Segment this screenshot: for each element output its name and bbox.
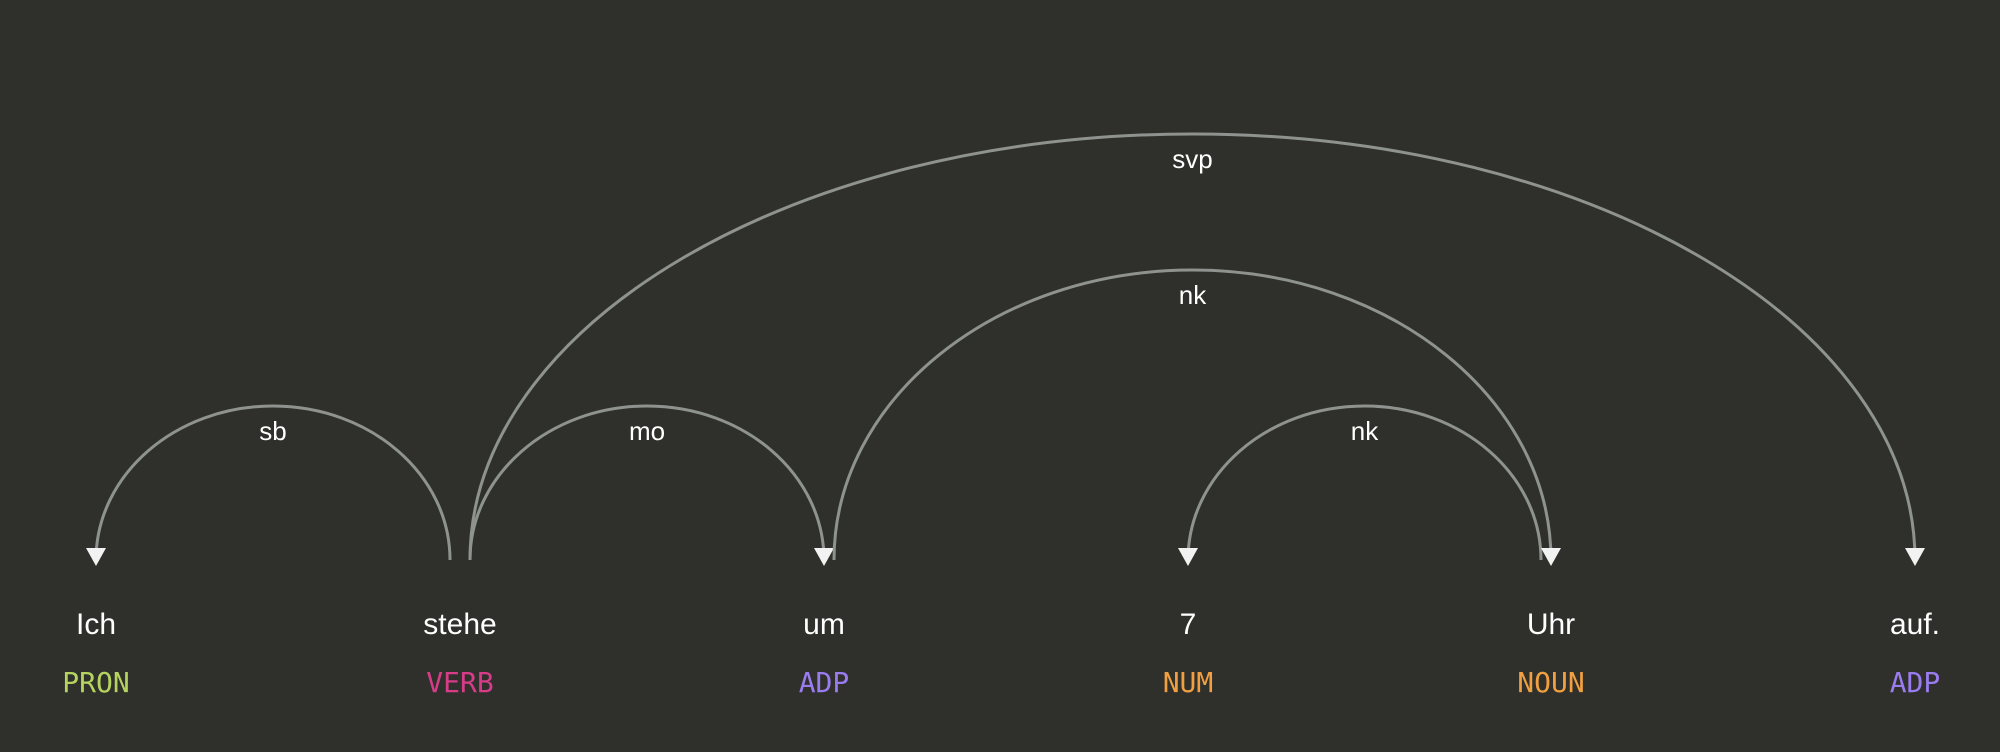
dependency-arc bbox=[1186, 404, 1543, 561]
dependency-arc bbox=[468, 404, 826, 561]
token-word: Uhr bbox=[1527, 608, 1575, 641]
arcs-layer: sb mo nk nk svp bbox=[86, 132, 1925, 566]
token-pos-tag: VERB bbox=[426, 666, 493, 699]
token-word: Ich bbox=[76, 608, 116, 641]
token-pos-tag: ADP bbox=[1890, 666, 1941, 699]
dependency-arc bbox=[832, 268, 1553, 561]
token-word: stehe bbox=[423, 608, 496, 641]
token-pos-tag: NOUN bbox=[1517, 666, 1584, 699]
token-pos-tag: NUM bbox=[1163, 666, 1214, 699]
arrowhead-icon bbox=[86, 548, 106, 566]
arrowhead-icon bbox=[1178, 548, 1198, 566]
token-pos-tag: PRON bbox=[62, 666, 129, 699]
token-word: 7 bbox=[1180, 608, 1197, 641]
dependency-arc bbox=[94, 404, 452, 561]
token-word: auf. bbox=[1890, 608, 1940, 641]
arc-label: sb bbox=[259, 416, 286, 446]
arc-label: nk bbox=[1179, 280, 1207, 310]
arrowhead-icon bbox=[1541, 548, 1561, 566]
arc-label: mo bbox=[629, 416, 665, 446]
dependency-arc bbox=[468, 132, 1917, 561]
arrowhead-icon bbox=[1905, 548, 1925, 566]
arc-label: nk bbox=[1351, 416, 1379, 446]
token-word: um bbox=[803, 608, 845, 641]
arrowhead-icon bbox=[814, 548, 834, 566]
token-pos-tag: ADP bbox=[799, 666, 850, 699]
arc-label: svp bbox=[1172, 144, 1212, 174]
